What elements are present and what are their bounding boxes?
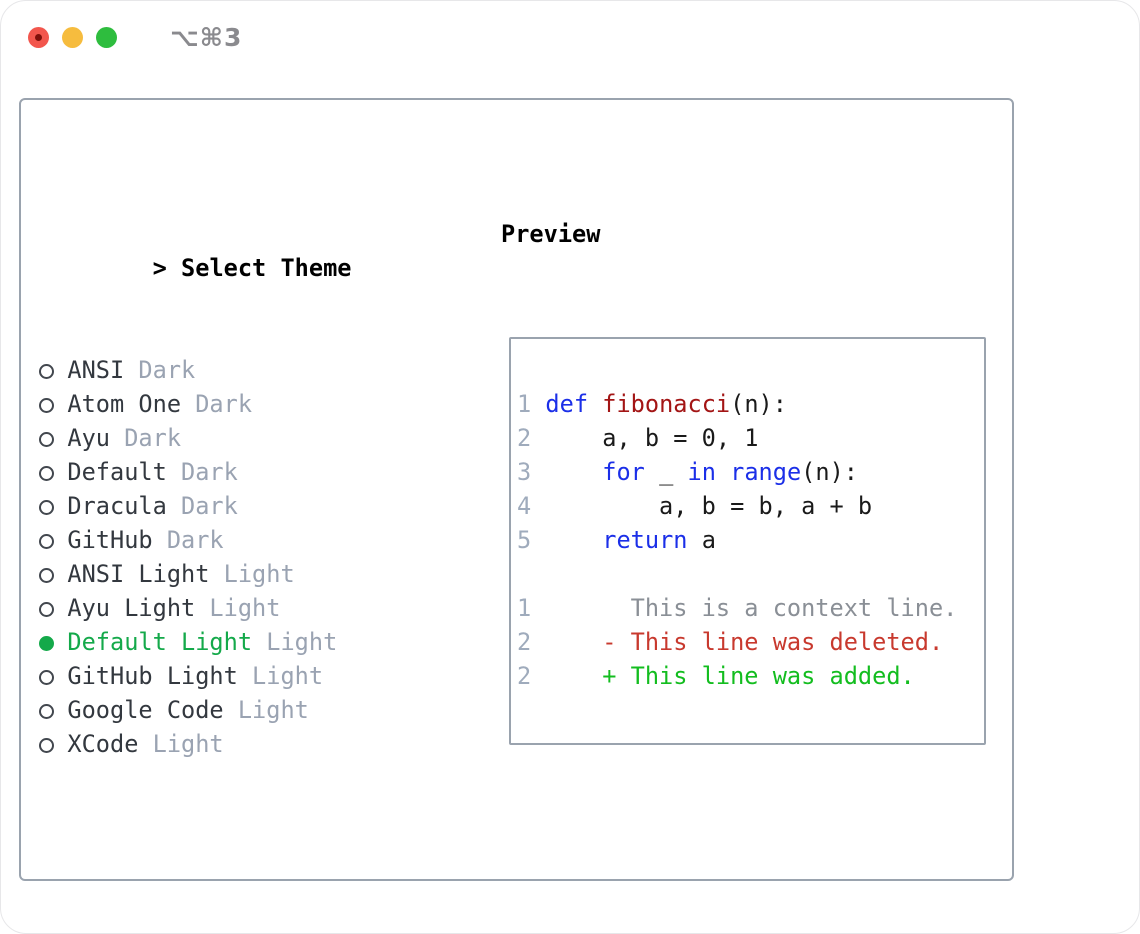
radio-circle [39,397,54,413]
titlebar: ⌥⌘3 [28,23,242,52]
theme-option[interactable]: Google Code Light [39,693,437,727]
radio-unselected-icon[interactable] [39,557,67,591]
code-line: 1 def fibonacci(n): [517,390,787,418]
theme-variant-tag: Light [152,730,224,758]
select-theme-header: > Select Theme [39,217,437,282]
radio-circle [39,567,54,583]
theme-name: Ayu Light [67,594,196,622]
spacer [39,863,437,897]
theme-variant-tag: Light [266,628,338,656]
radio-unselected-icon[interactable] [39,489,67,523]
radio-unselected-icon[interactable] [39,387,67,421]
window-title: ⌥⌘3 [170,22,243,52]
radio-circle [39,465,54,481]
right-pane: Preview 1 def fibonacci(n): 2 a, b = 0, 1… [501,149,986,813]
theme-variant-tag: Light [209,594,281,622]
minimize-button[interactable] [62,26,83,48]
theme-option[interactable]: Default Dark [39,455,437,489]
radio-unselected-icon[interactable] [39,353,67,387]
radio-unselected-icon[interactable] [39,693,67,727]
theme-name: Ayu [67,424,111,452]
code-line [517,557,984,591]
code-line: 3 for _ in range(n): [517,458,858,486]
theme-variant-tag: Dark [195,390,253,418]
theme-option[interactable]: ANSI Light Light [39,557,437,591]
theme-option[interactable]: ANSI Dark [39,353,437,387]
theme-name: Atom One [67,390,182,418]
theme-name: Dracula [67,492,167,520]
theme-variant-tag: Light [223,560,295,588]
theme-option[interactable]: GitHub Dark [39,523,437,557]
radio-unselected-icon[interactable] [39,659,67,693]
radio-selected-icon[interactable] [39,625,67,659]
theme-name: ANSI Light [67,560,210,588]
close-button[interactable] [28,26,49,48]
radio-circle [39,703,54,719]
radio-circle [39,669,54,685]
theme-variant-tag: Dark [181,492,238,520]
preview-title: Preview [501,220,601,248]
radio-circle [39,499,54,515]
theme-name: GitHub [67,526,153,554]
theme-variant-tag: Dark [166,526,224,554]
theme-option[interactable]: Dracula Dark [39,489,437,523]
radio-circle [39,737,54,753]
theme-name: XCode [67,730,139,758]
radio-unselected-icon[interactable] [39,421,67,455]
radio-circle [39,635,54,651]
theme-option[interactable]: GitHub Light Light [39,659,437,693]
zoom-button[interactable] [96,26,117,48]
radio-unselected-icon[interactable] [39,727,67,761]
theme-name: ANSI [67,356,125,384]
radio-circle [39,363,54,379]
code-line: 2 a, b = 0, 1 [517,424,759,452]
theme-option[interactable]: XCode Light [39,727,437,761]
theme-name: Default [67,458,167,486]
theme-name: Google Code [67,696,224,724]
theme-variant-tag: Dark [124,424,182,452]
code-line: 1 This is a context line. [517,594,958,622]
focus-caret-icon: > [152,254,167,282]
theme-option[interactable]: Ayu Light Light [39,591,437,625]
radio-circle [39,601,54,617]
preview-panel: 1 def fibonacci(n): 2 a, b = 0, 1 3 for _ … [509,337,986,745]
theme-option[interactable]: Ayu Dark [39,421,437,455]
radio-circle [39,533,54,549]
theme-variant-tag: Light [252,662,324,690]
theme-option[interactable]: Default Light Light [39,625,437,659]
theme-option[interactable]: Atom One Dark [39,387,437,421]
radio-circle [39,431,54,447]
code-line: 5 return a [517,526,716,554]
theme-name: GitHub Light [67,662,238,690]
theme-name: Default Light [67,628,253,656]
code-line: 4 a, b = b, a + b [517,492,873,520]
radio-unselected-icon[interactable] [39,523,67,557]
theme-variant-tag: Dark [138,356,196,384]
code-line: 2 - This line was deleted. [517,628,944,656]
theme-variant-tag: Light [237,696,309,724]
select-theme-title: Select Theme [181,254,352,282]
code-line: 2 + This line was added. [517,662,915,690]
radio-unselected-icon[interactable] [39,591,67,625]
theme-variant-tag: Dark [181,458,238,486]
radio-unselected-icon[interactable] [39,455,67,489]
